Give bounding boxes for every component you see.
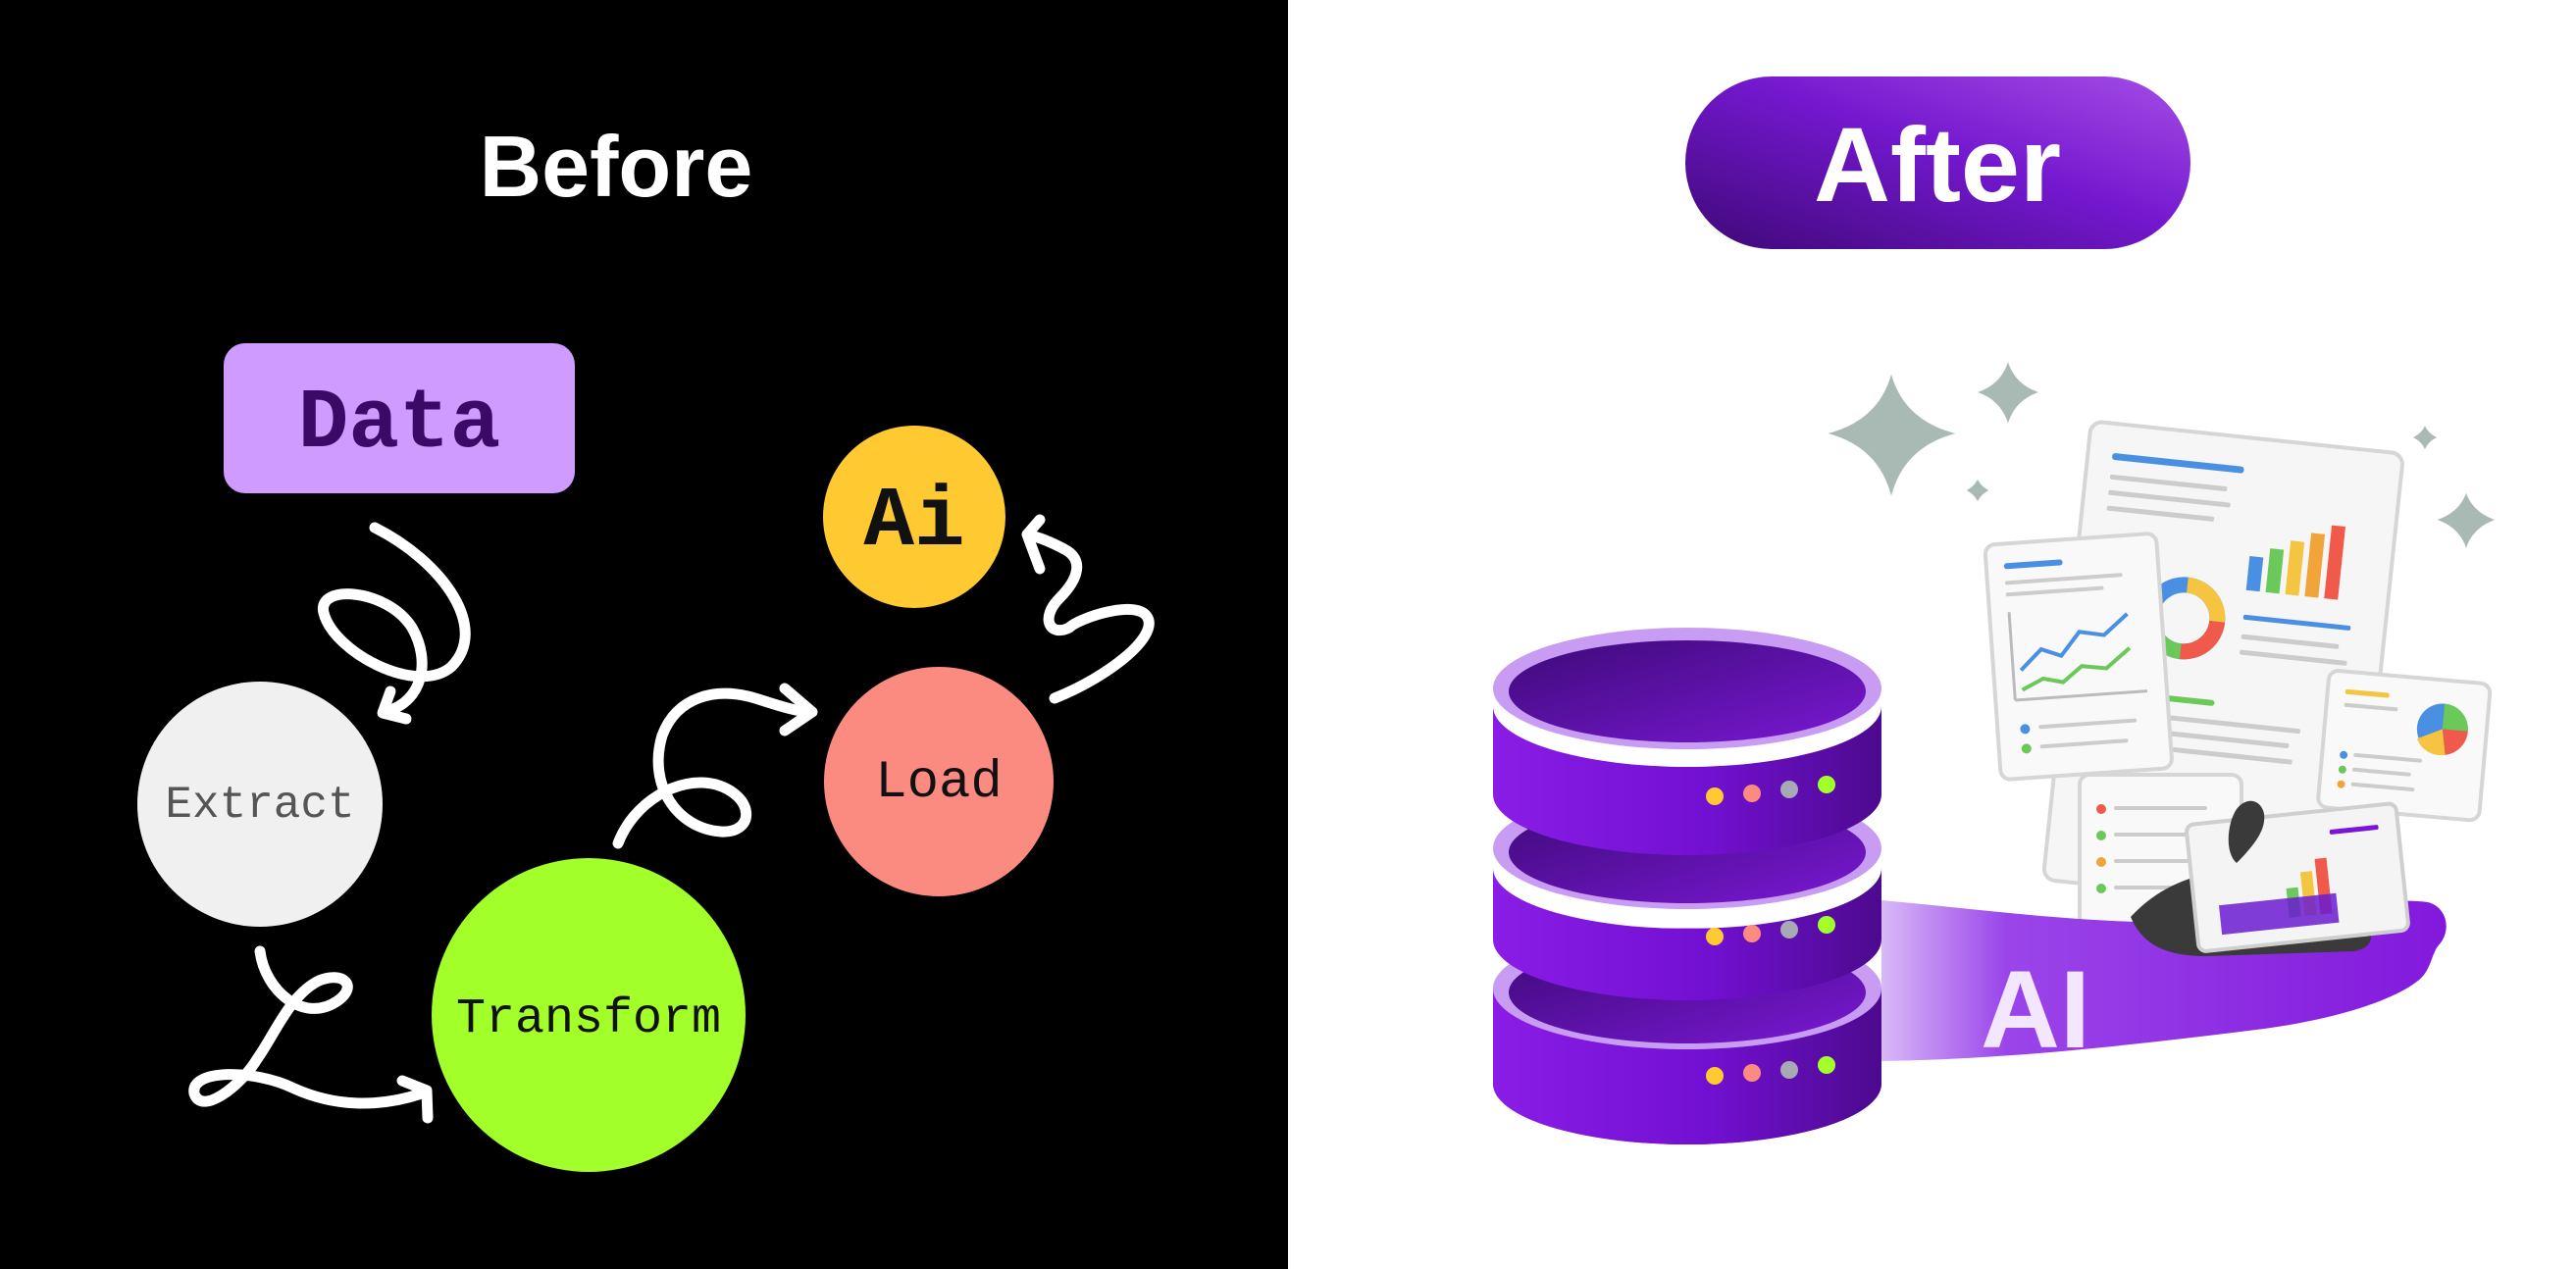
load-circle: [824, 667, 1054, 896]
report-doc-linechart: [1983, 532, 2174, 782]
report-doc-piechart: [2316, 669, 2493, 823]
arrow-data-to-extract: [318, 522, 471, 725]
arrow-transform-to-load: [612, 683, 818, 849]
load-label: Load: [875, 753, 1003, 813]
arrow-load-to-ai: [1021, 514, 1155, 704]
sparkles: [1816, 350, 2504, 560]
sparkle-icon: [1816, 362, 1968, 509]
data-box: [224, 343, 575, 493]
sparkle-icon: [1967, 350, 2049, 435]
hand-holding-card: [2131, 800, 2410, 956]
data-label: Data: [298, 376, 500, 472]
extract-label: Extract: [165, 780, 354, 831]
after-title-pill: After: [1685, 76, 2190, 249]
after-panel: After: [1288, 0, 2576, 1269]
ai-band-label: AI: [1981, 948, 2090, 1071]
sparkle-icon: [1951, 470, 2004, 511]
ai-node: Ai: [823, 426, 1005, 608]
ai-label: Ai: [863, 474, 964, 570]
hand-card: [2185, 801, 2410, 953]
database-icon: [1493, 628, 1881, 1144]
extract-circle: [137, 682, 383, 927]
sparkle-icon: [2428, 482, 2504, 560]
arrow-extract-to-transform: [188, 945, 434, 1124]
transform-node: Transform: [432, 858, 746, 1172]
before-title: Before: [480, 118, 753, 215]
data-node: Data: [224, 343, 575, 493]
hand-thumb: [2228, 800, 2265, 863]
sparkle-icon: [2404, 416, 2446, 460]
report-documents: [1983, 420, 2493, 929]
extract-node: Extract: [137, 682, 383, 927]
load-node: Load: [824, 667, 1054, 896]
after-title: After: [1814, 105, 2061, 224]
before-panel: Before Data Ai Extract Load Transform: [0, 0, 1288, 1269]
transform-circle: [432, 858, 746, 1172]
transform-label: Transform: [456, 991, 721, 1047]
database-disk-top: [1493, 628, 1881, 855]
ai-circle: [823, 426, 1005, 608]
after-pill-bg: [1685, 76, 2190, 249]
